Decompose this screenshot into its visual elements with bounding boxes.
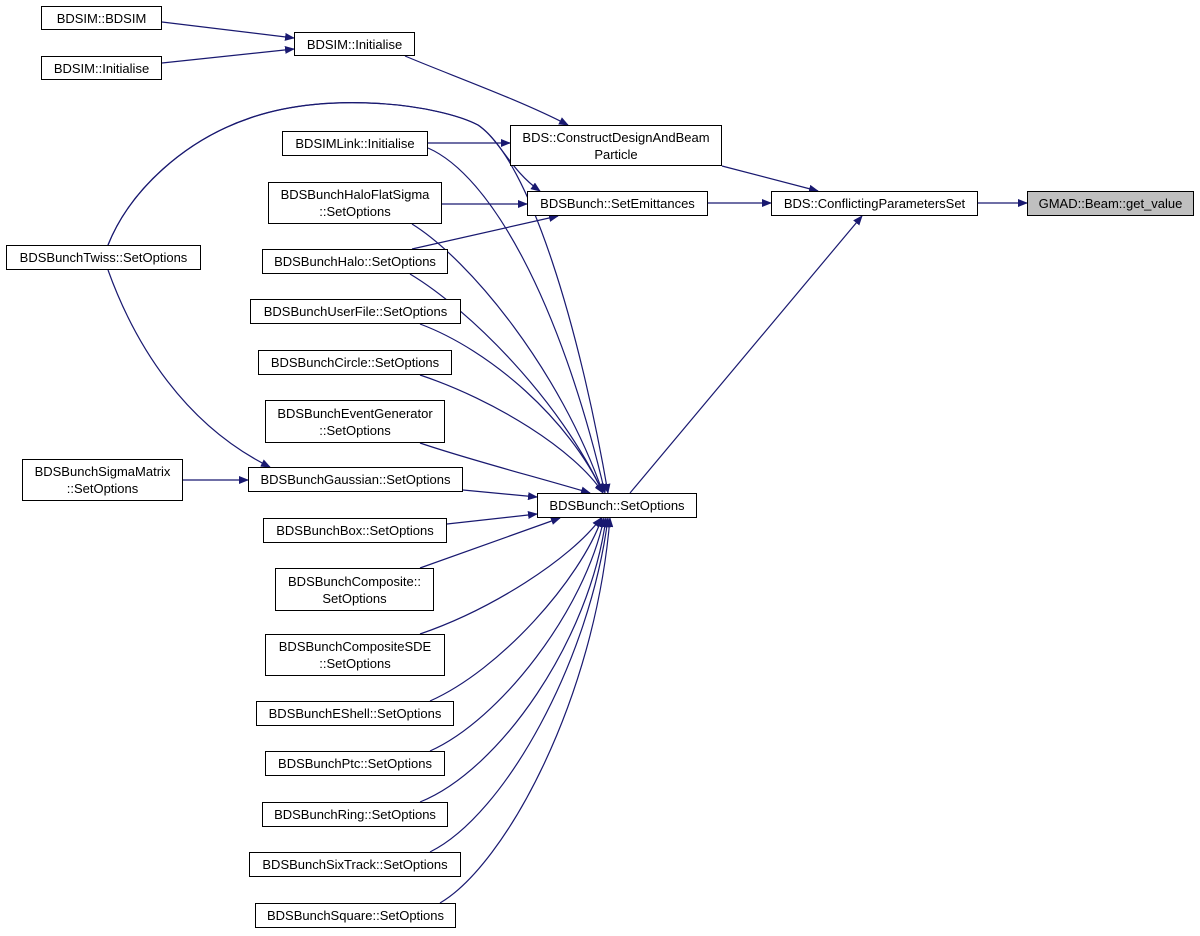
node-bdsbunch-composite-sde-setoptions[interactable]: BDSBunchCompositeSDE ::SetOptions	[265, 634, 445, 676]
edge-ptc-to-setoptions	[429, 517, 607, 752]
node-label: BDSBunchGaussian::SetOptions	[260, 472, 451, 487]
node-label: BDSBunchTwiss::SetOptions	[19, 250, 188, 265]
edge-square-to-setoptions	[439, 517, 614, 904]
node-label-line-2: Particle	[594, 146, 638, 162]
node-bdsbunch-setoptions[interactable]: BDSBunch::SetOptions	[537, 493, 697, 518]
node-bdsbunch-twiss-setoptions[interactable]: BDSBunchTwiss::SetOptions	[6, 245, 201, 270]
edge-userfile-to-setoptions	[419, 323, 604, 494]
edge-bdsim-init2-to-bdsim-init	[161, 45, 295, 64]
node-bdsbunch-setemittances[interactable]: BDSBunch::SetEmittances	[527, 191, 708, 216]
edge-twiss-to-gaussian	[107, 269, 271, 468]
node-label: GMAD::Beam::get_value	[1038, 196, 1183, 211]
node-bdsim-bdsim[interactable]: BDSIM::BDSIM	[41, 6, 162, 30]
edge-twiss-to-setoptions	[107, 102, 611, 494]
node-label-line-2: SetOptions	[322, 590, 387, 606]
node-label: BDSBunch::SetEmittances	[540, 196, 695, 211]
edge-sixtrack-to-setoptions	[429, 517, 611, 853]
node-label: BDS::ConflictingParametersSet	[783, 196, 966, 211]
edge-bdsim-bdsim-to-bdsim-init	[161, 21, 295, 41]
node-bdsbunch-userfile-setoptions[interactable]: BDSBunchUserFile::SetOptions	[250, 299, 461, 324]
edge-eventgen-to-setoptions	[419, 442, 591, 495]
node-label: BDSBunchSquare::SetOptions	[266, 908, 445, 923]
node-bdsbunch-event-generator-setoptions[interactable]: BDSBunchEventGenerator ::SetOptions	[265, 400, 445, 443]
edge-bdsim-init-to-construct	[404, 55, 569, 126]
node-label: BDSBunchBox::SetOptions	[276, 523, 434, 538]
edge-halo-to-emittances	[411, 214, 559, 250]
node-bdsbunch-box-setoptions[interactable]: BDSBunchBox::SetOptions	[263, 518, 447, 543]
node-bdsbunch-composite-setoptions[interactable]: BDSBunchComposite:: SetOptions	[275, 568, 434, 611]
node-label-line-1: BDSBunchCompositeSDE	[278, 639, 432, 654]
node-label-line-2: ::SetOptions	[319, 422, 391, 438]
node-label-line-2: ::SetOptions	[319, 656, 391, 671]
edge-compositesde-to-setoptions	[419, 517, 602, 635]
node-label-line-1: BDS::ConstructDesignAndBeam	[522, 129, 710, 145]
node-bdsimlink-initialise[interactable]: BDSIMLink::Initialise	[282, 131, 428, 156]
edge-circle-to-setoptions	[419, 374, 604, 494]
node-conflicting-parameters-set[interactable]: BDS::ConflictingParametersSet	[771, 191, 978, 216]
edge-eshell-to-setoptions	[429, 517, 603, 702]
edge-gaussian-to-setoptions	[462, 489, 538, 501]
edge-composite-to-setoptions	[419, 517, 561, 569]
node-label-line-1: BDSBunchSigmaMatrix	[34, 464, 171, 479]
node-label: BDSIMLink::Initialise	[295, 136, 415, 151]
node-label: BDSBunchCircle::SetOptions	[270, 355, 440, 370]
edge-setoptions-to-conflicting	[629, 215, 863, 494]
edge-ring-to-setoptions	[419, 517, 609, 803]
node-bdsbunch-sigma-matrix-setoptions[interactable]: BDSBunchSigmaMatrix ::SetOptions	[22, 459, 183, 501]
node-label: BDSIM::BDSIM	[56, 10, 147, 26]
node-label-line-1: BDSBunchEventGenerator	[277, 405, 433, 421]
edge-construct-to-conflicting	[721, 165, 819, 193]
edge-halo-flat-to-setoptions	[411, 223, 604, 494]
node-label: BDSIM::Initialise	[306, 36, 403, 52]
node-label: BDSBunchEShell::SetOptions	[268, 706, 442, 721]
node-bdsbunch-sixtrack-setoptions[interactable]: BDSBunchSixTrack::SetOptions	[249, 852, 461, 877]
node-bdsim-initialise-overload[interactable]: BDSIM::Initialise	[41, 56, 162, 80]
node-bdsbunch-eshell-setoptions[interactable]: BDSBunchEShell::SetOptions	[256, 701, 454, 726]
node-bdsbunch-ring-setoptions[interactable]: BDSBunchRing::SetOptions	[262, 802, 448, 827]
node-label: BDSBunchPtc::SetOptions	[278, 756, 432, 771]
edge-box-to-setoptions	[446, 511, 538, 525]
node-label: BDSBunch::SetOptions	[549, 498, 685, 513]
node-label-line-2: ::SetOptions	[319, 204, 391, 219]
node-label: BDSIM::Initialise	[53, 60, 150, 76]
node-label: BDSBunchSixTrack::SetOptions	[262, 857, 448, 872]
node-label-line-1: BDSBunchHaloFlatSigma	[280, 187, 430, 202]
node-bdsim-initialise[interactable]: BDSIM::Initialise	[294, 32, 415, 56]
edge-bdsimlink-to-setoptions	[427, 147, 607, 494]
node-bdsbunch-circle-setoptions[interactable]: BDSBunchCircle::SetOptions	[258, 350, 452, 375]
node-label: BDSBunchHalo::SetOptions	[274, 254, 436, 269]
node-label-line-1: BDSBunchComposite::	[288, 573, 421, 589]
node-bdsbunch-halo-setoptions[interactable]: BDSBunchHalo::SetOptions	[262, 249, 448, 274]
node-label: BDSBunchRing::SetOptions	[274, 807, 436, 822]
node-bdsbunch-ptc-setoptions[interactable]: BDSBunchPtc::SetOptions	[265, 751, 445, 776]
node-bdsbunch-square-setoptions[interactable]: BDSBunchSquare::SetOptions	[255, 903, 456, 928]
node-construct-design-and-beam-particle[interactable]: BDS::ConstructDesignAndBeam Particle	[510, 125, 722, 166]
node-label-line-2: ::SetOptions	[66, 481, 139, 496]
node-label: BDSBunchUserFile::SetOptions	[263, 304, 448, 319]
node-bdsbunch-gaussian-setoptions[interactable]: BDSBunchGaussian::SetOptions	[248, 467, 463, 492]
node-gmad-beam-get-value: GMAD::Beam::get_value	[1027, 191, 1194, 216]
edge-halo-to-setoptions	[409, 273, 604, 494]
node-bdsbunch-halo-flat-sigma-setoptions[interactable]: BDSBunchHaloFlatSigma ::SetOptions	[268, 182, 442, 224]
